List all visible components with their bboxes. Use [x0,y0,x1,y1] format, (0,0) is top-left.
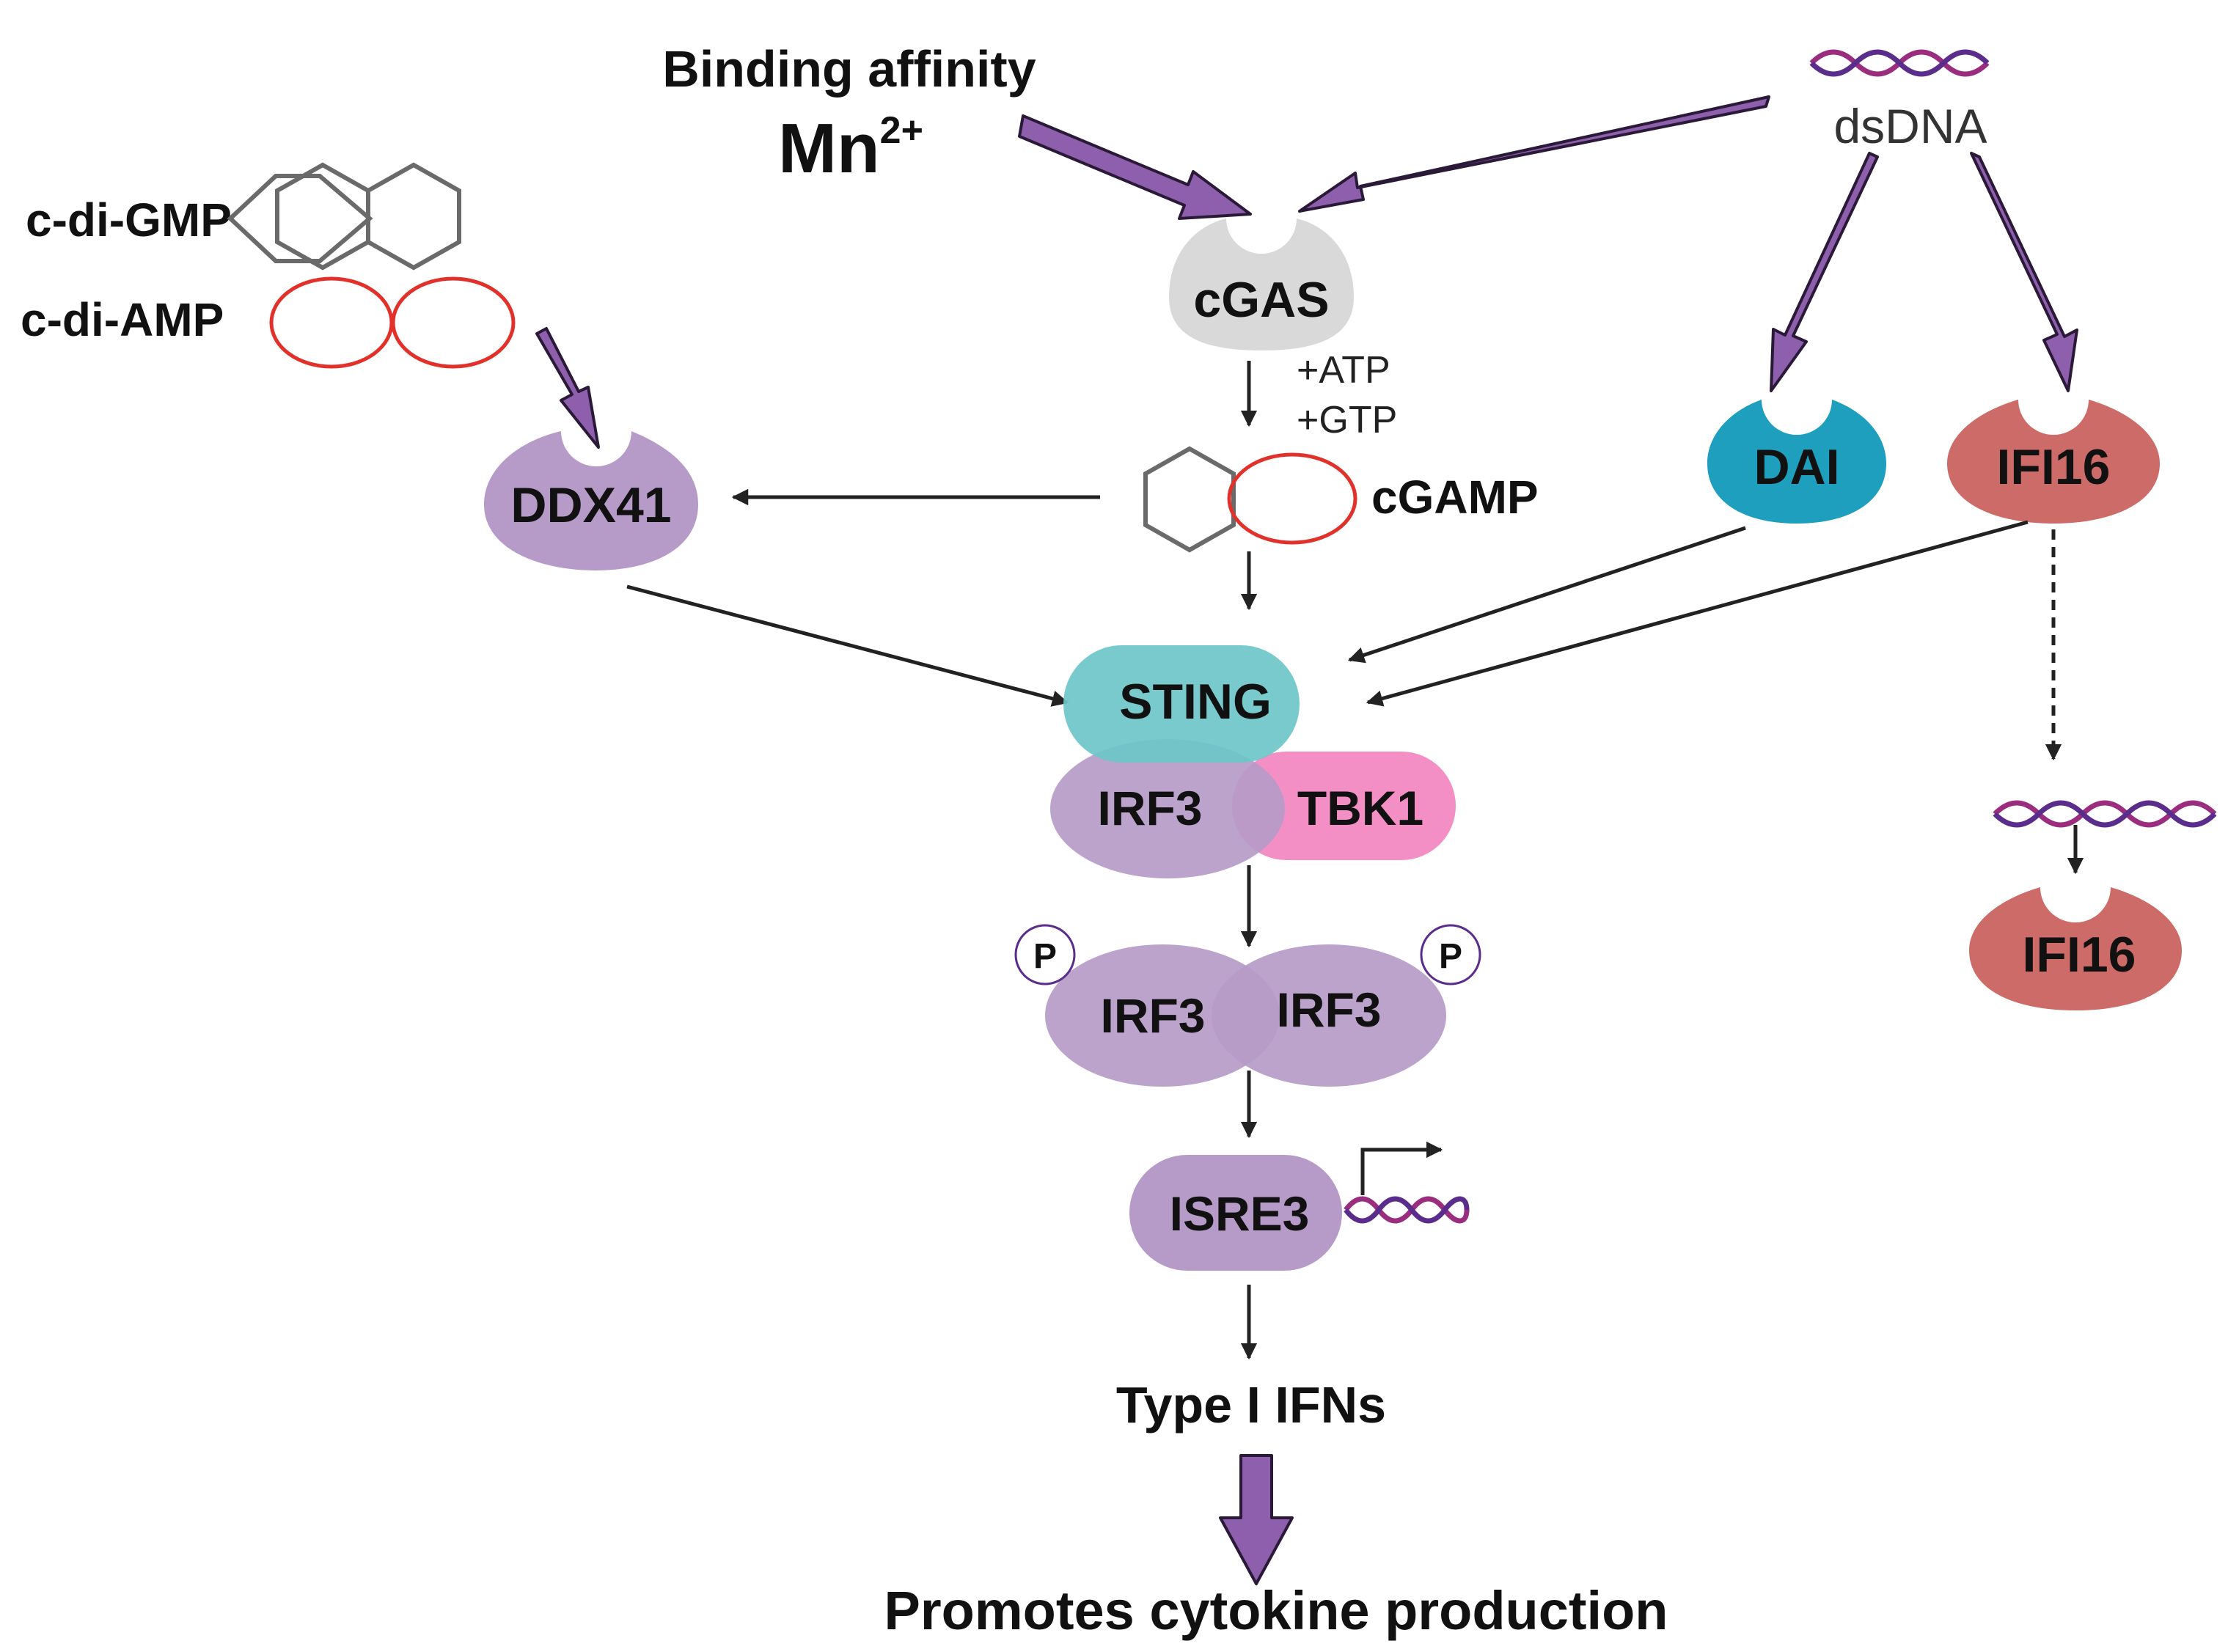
cgamp-hexagon [1143,446,1236,553]
c-di-gmp-hexagons [227,174,373,263]
ifi16-bottom-label: IFI16 [2023,927,2136,983]
dai-label: DAI [1754,439,1839,495]
arrow-ddx41-to-sting [626,584,1069,707]
arrow-ifi16-to-sting [1366,520,2029,707]
binding-affinity-label: Binding affinity [662,40,1036,98]
purple-arrows [535,95,2078,1585]
phospho-left-badge [1014,924,1076,985]
atp-label: +ATP [1297,349,1390,392]
arrow-dsdna-to-cgas [1298,95,1770,213]
phospho-right-badge [1420,924,1481,985]
isre3-shape [1129,1155,1342,1271]
dsdna-bottom-strand-a [1993,800,2217,828]
c-di-amp-label: c-di-AMP [21,293,224,346]
gtp-label: +GTP [1297,399,1397,441]
isre3-label: ISRE3 [1170,1186,1310,1241]
arrow-dai-to-sting [1347,526,1746,664]
dsdna-strand-b [1809,49,1990,77]
dsdna-helix-bottom [1993,800,2217,828]
irf3-shape [1050,739,1285,878]
ifi16-bottom-shape [1969,887,2182,1010]
c-di-gmp-label: c-di-GMP [26,194,232,246]
arrow-ifns-to-promotes [1219,1454,1294,1585]
isre3-dna-helix [1344,1196,1470,1224]
tbk1-shape [1232,752,1456,860]
arrow-cdiamp-to-ddx41 [535,327,600,449]
arrow-dsdna-to-ifi16 [1970,152,2078,392]
amp-ring-left [269,276,394,369]
amp-ring-right [391,276,516,369]
sting-shape [1063,645,1300,763]
mn-superscript: 2+ [880,109,923,152]
ddx41-shape [484,431,698,570]
irf3-right-shape [1212,944,1446,1087]
phospho-right-label: P [1439,937,1462,976]
dsdna-label: dsDNA [1833,99,1987,153]
gmp-hexagon-left [227,174,373,263]
ddx41-label: DDX41 [510,477,671,533]
arrow-dsdna-to-dai [1770,152,1879,392]
mn-ion-label: Mn2+ [778,109,923,188]
ifi16-top-label: IFI16 [1997,439,2111,495]
dai-shape [1707,400,1886,524]
sting-label: STING [1119,674,1272,730]
mn-base: Mn [778,109,880,188]
cgas-label: cGAS [1193,272,1329,328]
cgamp-ring [1227,452,1357,545]
irf3-label: IRF3 [1097,781,1202,835]
irf3-left-label: IRF3 [1100,988,1205,1043]
tbk1-label: TBK1 [1297,781,1423,835]
isre3-dna-strand-b [1344,1196,1470,1224]
arrow-mn-to-cgas [1018,114,1252,220]
irf3-right-label: IRF3 [1276,983,1381,1037]
irf3-left-shape [1045,944,1280,1087]
cgas-shape [1169,219,1354,350]
transcription-start-arrow [1360,1141,1443,1195]
ifi16-top-shape [1947,400,2160,524]
phospho-left-label: P [1033,937,1057,976]
type-i-ifns-label: Type I IFNs [1116,1376,1386,1433]
dsdna-helix-top [1809,49,1990,77]
gmp-hexagon-right-shape [366,162,461,271]
promotes-cytokine-label: Promotes cytokine production [884,1580,1668,1641]
dsdna-bottom-strand-b [1993,800,2217,828]
cgamp-label: cGAMP [1371,471,1539,524]
